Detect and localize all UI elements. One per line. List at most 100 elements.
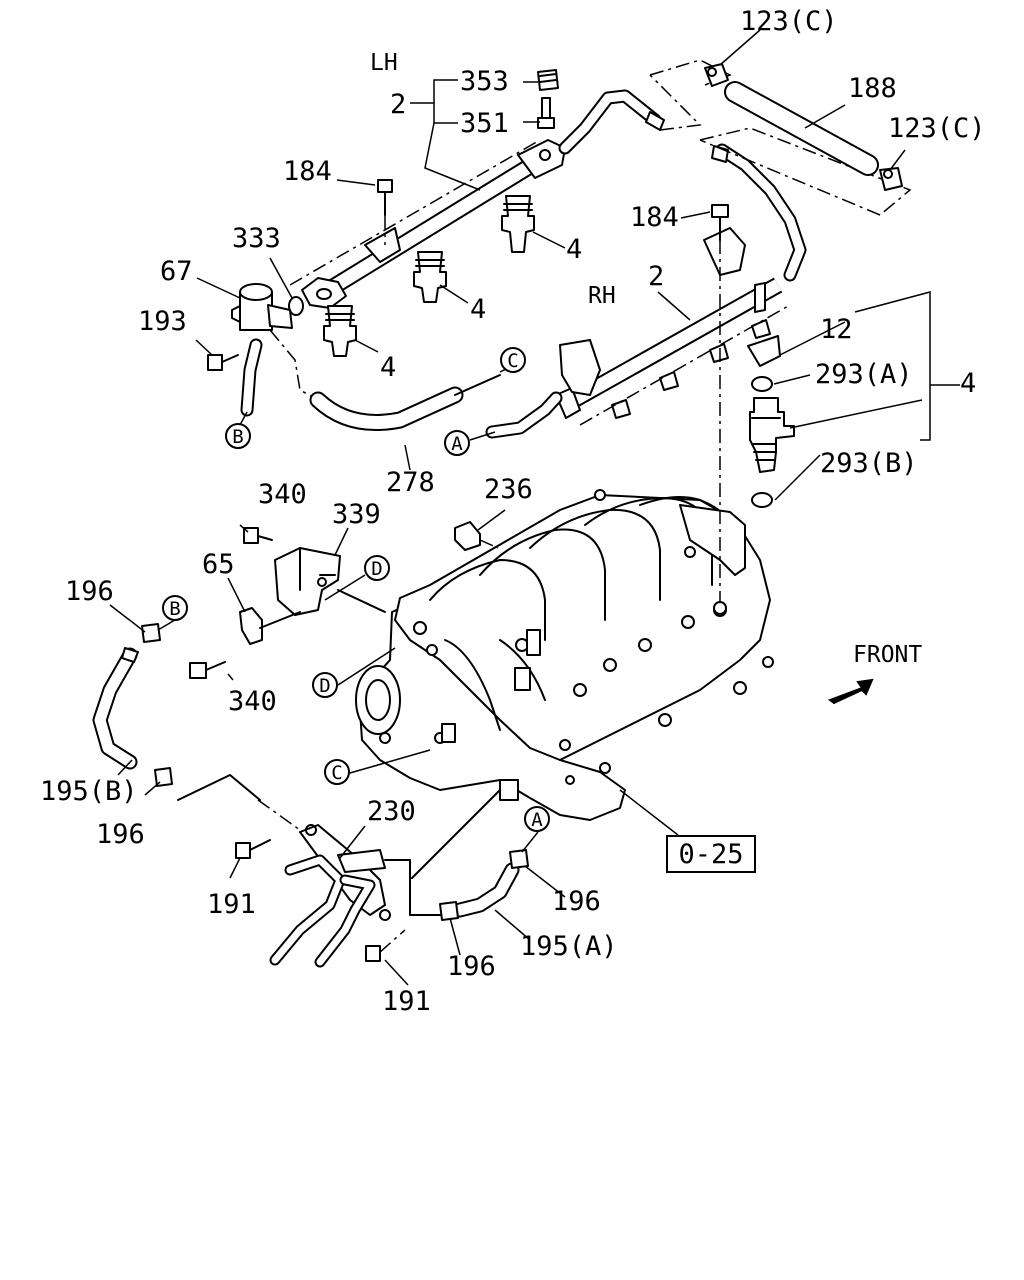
svg-text:C: C [507, 350, 518, 372]
connector-c-bottom: C [324, 759, 350, 785]
injector-rh-detail [749, 397, 795, 473]
label-65: 65 [202, 549, 235, 580]
connector-d-right: D [364, 555, 390, 581]
bracket-339-leader [337, 589, 386, 613]
connector-b-top: B [225, 423, 251, 449]
svg-text:C: C [331, 762, 342, 784]
label-340-top: 340 [258, 479, 307, 510]
label-236: 236 [484, 474, 533, 505]
label-195b: 195(B) [40, 776, 138, 807]
label-rh: RH [588, 283, 616, 309]
front-arrow-icon [827, 678, 874, 705]
label-351: 351 [460, 108, 509, 139]
label-196-bottom: 196 [447, 951, 496, 982]
crossover-pipe [558, 89, 807, 282]
clamp-196-mid [154, 767, 173, 787]
injector-lh-1 [323, 305, 357, 357]
svg-text:B: B [169, 598, 180, 620]
label-4-c: 4 [380, 352, 396, 383]
ref-box-0-25: 0-25 [666, 835, 756, 873]
svg-text:A: A [531, 809, 543, 831]
pressure-regulator-67 [231, 283, 293, 331]
hose-188 [724, 81, 879, 176]
label-293b: 293(B) [820, 448, 918, 479]
bolt-191-top [235, 839, 271, 859]
clamp-196-right [509, 849, 529, 869]
valve-351 [537, 97, 555, 129]
part-labels: LH RH FRONT 123(C) 123(C) 188 353 351 2 … [40, 6, 986, 1017]
bolt-184-left [377, 179, 393, 216]
label-123c-top: 123(C) [740, 6, 838, 37]
connector-a-bottom: A [524, 806, 550, 832]
fuel-rail-rh [555, 227, 791, 426]
clip-12 [747, 335, 781, 367]
label-339: 339 [332, 499, 381, 530]
leader-lines [109, 29, 960, 986]
clamp-196-top [141, 623, 161, 643]
label-195a: 195(A) [520, 931, 618, 962]
label-353: 353 [460, 66, 509, 97]
injector-lh-3 [501, 195, 535, 253]
label-front: FRONT [853, 642, 922, 668]
svg-text:D: D [371, 558, 382, 580]
label-340-bottom: 340 [228, 686, 277, 717]
label-12: 12 [820, 314, 853, 345]
o-ring-333 [288, 296, 304, 316]
bolt-193 [207, 354, 239, 371]
connector-b-left: B [162, 595, 188, 621]
bracket-230 [257, 799, 441, 968]
connector-d-left: D [312, 672, 338, 698]
line-230-manifold [411, 789, 501, 879]
label-196-mid: 196 [96, 819, 145, 850]
connector-c-top: C [500, 347, 526, 373]
fuel-rail-lh [289, 139, 566, 309]
injectors-lh [323, 195, 535, 357]
label-184-right: 184 [630, 202, 679, 233]
label-2-lh: 2 [390, 89, 406, 120]
label-lh: LH [370, 50, 398, 76]
svg-text:A: A [451, 433, 463, 455]
svg-text:0-25: 0-25 [678, 839, 743, 870]
label-4-b: 4 [470, 294, 486, 325]
label-4-a: 4 [566, 234, 582, 265]
guide-lines-top [649, 59, 912, 216]
clip-65 [239, 607, 263, 645]
label-2-rh: 2 [648, 261, 664, 292]
clamp-196-bottom [439, 901, 459, 921]
label-196-right: 196 [552, 886, 601, 917]
pipe-a [485, 391, 563, 439]
clip-65-leader [259, 611, 301, 629]
manifold-bosses [379, 489, 774, 785]
label-333: 333 [232, 223, 281, 254]
label-67: 67 [160, 256, 193, 287]
line-195b-to-230 [177, 774, 261, 801]
label-188: 188 [848, 73, 897, 104]
label-293a: 293(A) [815, 359, 913, 390]
label-4-right: 4 [960, 368, 976, 399]
hose-195b [92, 647, 139, 770]
vacuum-hose-b [240, 338, 263, 417]
svg-text:B: B [232, 426, 243, 448]
injector-lh-2 [413, 251, 447, 303]
label-230: 230 [367, 796, 416, 827]
clamp-123c-right [879, 167, 903, 191]
label-184-left: 184 [283, 156, 332, 187]
label-191-bottom: 191 [382, 986, 431, 1017]
connector-a-top: A [444, 430, 470, 456]
bolt-340-bottom [189, 661, 226, 679]
intake-manifold [355, 489, 774, 821]
hose-195a [452, 862, 520, 918]
return-hose-278 [269, 329, 501, 431]
bolt-340-top [243, 527, 273, 544]
bolt-184-right [711, 204, 729, 241]
bolt-191-bottom [365, 929, 406, 962]
bracket-339 [274, 547, 341, 616]
o-ring-293a [751, 376, 773, 392]
manifold-bolt-hole [713, 601, 727, 615]
label-196-top: 196 [65, 576, 114, 607]
label-191-top: 191 [207, 889, 256, 920]
fitting-236 [454, 521, 499, 551]
label-123c-right: 123(C) [888, 113, 986, 144]
clamp-123c-top [704, 63, 729, 87]
